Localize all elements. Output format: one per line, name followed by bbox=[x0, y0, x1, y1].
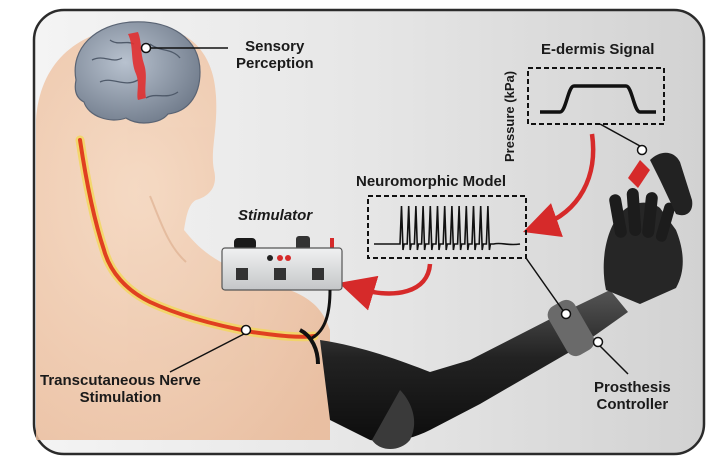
controller-leader-label bbox=[599, 345, 629, 375]
controller-leader-model bbox=[525, 257, 565, 313]
edermis-to-model-arrow bbox=[523, 133, 596, 238]
nerve-stimulation-leader bbox=[169, 333, 245, 373]
nerve-stimulation-dot bbox=[240, 324, 252, 336]
prosthetic-hand-icon bbox=[603, 152, 693, 304]
edermis-leader bbox=[599, 123, 641, 147]
pressure-axis-label: Pressure (kPa) bbox=[502, 70, 517, 162]
edermis-signal-title: E-dermis Signal bbox=[541, 41, 655, 58]
sensory-perception-line1: Sensory bbox=[245, 38, 305, 55]
sensory-perception-line2: Perception bbox=[236, 55, 314, 73]
prosthesis-controller-line1: Prosthesis bbox=[594, 379, 671, 396]
prosthesis-controller-line2: Controller bbox=[596, 396, 669, 414]
spike-train-path bbox=[374, 205, 521, 251]
spike-train-trace bbox=[374, 205, 521, 251]
fingertip-sensor-icon bbox=[636, 144, 648, 156]
prosthetic-arm bbox=[298, 290, 628, 449]
nerve-stimulation-line1: Transcutaneous Nerve bbox=[40, 372, 201, 389]
pressure-signal-trace bbox=[540, 84, 656, 114]
controller-dot-lower bbox=[592, 336, 604, 348]
sensory-perception-label: Sensory Perception bbox=[236, 38, 314, 73]
stimulator-title: Stimulator bbox=[238, 207, 313, 224]
edermis-signal-box bbox=[527, 67, 665, 125]
brain-icon bbox=[74, 21, 201, 124]
stimulator-device-icon bbox=[221, 236, 343, 340]
neuromorphic-model-box bbox=[367, 195, 527, 259]
nerve-pathway bbox=[75, 135, 319, 342]
model-to-stimulator-arrow bbox=[338, 263, 433, 311]
controller-dot-upper bbox=[560, 308, 572, 320]
nerve-stimulation-line2: Stimulation bbox=[79, 389, 162, 407]
nerve-stimulation-label: Transcutaneous Nerve Stimulation bbox=[40, 372, 201, 407]
prosthesis-controller-label: Prosthesis Controller bbox=[594, 379, 671, 414]
sensory-perception-dot bbox=[140, 42, 152, 54]
neuromorphic-model-title: Neuromorphic Model bbox=[356, 173, 507, 190]
